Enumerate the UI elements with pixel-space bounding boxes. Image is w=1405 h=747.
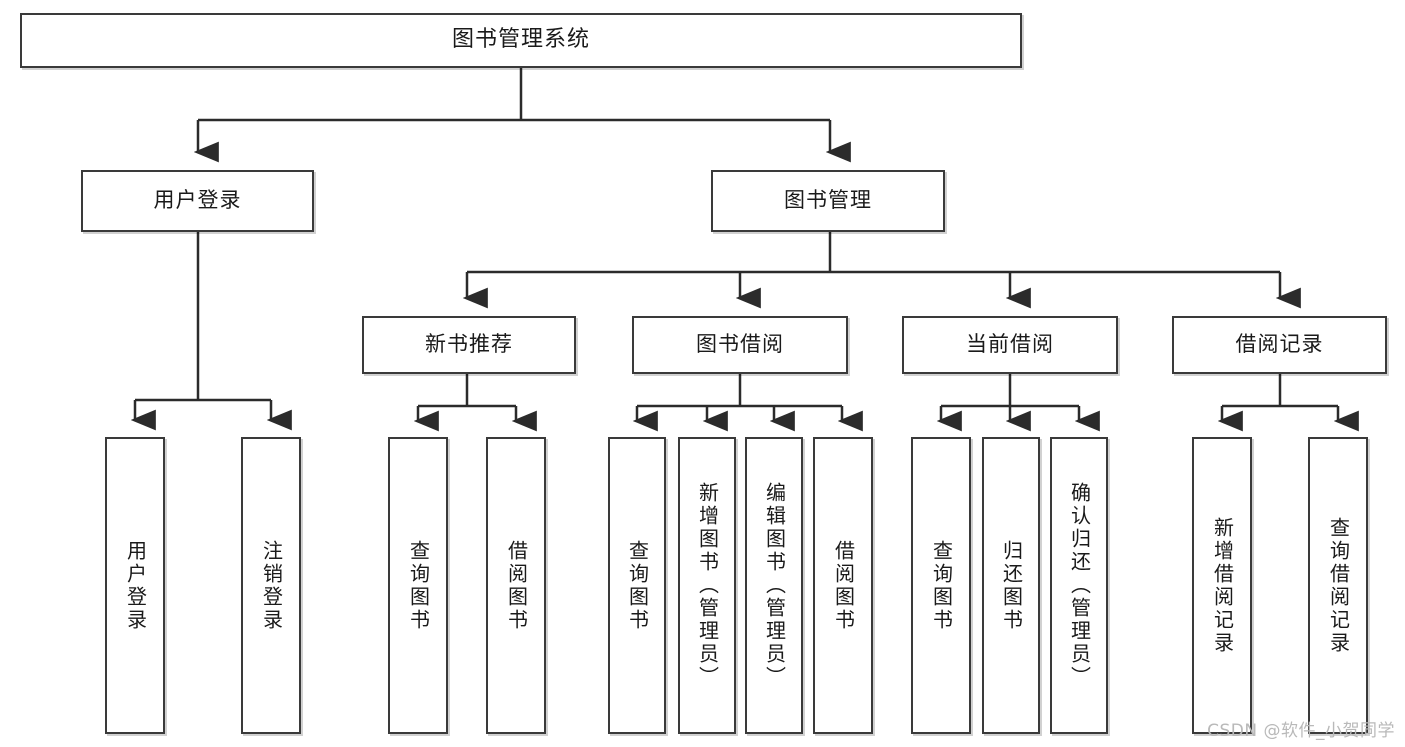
- node-leaf-query-book-borrow[interactable]: 查询图书: [608, 437, 666, 734]
- node-label: 新书推荐: [425, 332, 513, 357]
- node-label: 借阅图书: [831, 539, 856, 632]
- node-leaf-return-book[interactable]: 归还图书: [982, 437, 1040, 734]
- node-label: 新增图书（管理员）: [695, 482, 720, 689]
- node-label: 图书借阅: [696, 332, 784, 357]
- node-borrow-record[interactable]: 借阅记录: [1172, 316, 1387, 374]
- node-label: 当前借阅: [966, 332, 1054, 357]
- node-new-book-recommend[interactable]: 新书推荐: [362, 316, 576, 374]
- node-label: 确认归还（管理员）: [1067, 482, 1092, 689]
- node-label: 借阅记录: [1235, 332, 1324, 357]
- node-label: 注销登录: [259, 539, 284, 632]
- node-label: 查询借阅记录: [1326, 516, 1351, 655]
- node-leaf-add-book[interactable]: 新增图书（管理员）: [678, 437, 736, 734]
- watermark: CSDN @软件_小贺同学: [1207, 721, 1395, 741]
- node-current-borrow[interactable]: 当前借阅: [902, 316, 1118, 374]
- node-book-borrow[interactable]: 图书借阅: [632, 316, 848, 374]
- node-book-management[interactable]: 图书管理: [711, 170, 945, 232]
- node-leaf-user-login[interactable]: 用户登录: [105, 437, 165, 734]
- node-leaf-query-borrow-record[interactable]: 查询借阅记录: [1308, 437, 1368, 734]
- node-leaf-query-book-current[interactable]: 查询图书: [911, 437, 971, 734]
- node-label: 编辑图书（管理员）: [762, 482, 787, 689]
- node-user-login[interactable]: 用户登录: [81, 170, 314, 232]
- node-leaf-confirm-return[interactable]: 确认归还（管理员）: [1050, 437, 1108, 734]
- node-label: 归还图书: [999, 539, 1024, 632]
- node-label: 新增借阅记录: [1210, 516, 1235, 655]
- node-leaf-query-book-recommend[interactable]: 查询图书: [388, 437, 448, 734]
- node-label: 查询图书: [625, 539, 650, 632]
- node-label: 用户登录: [153, 188, 242, 213]
- node-label: 查询图书: [406, 539, 431, 632]
- node-label: 图书管理: [784, 188, 872, 213]
- node-leaf-user-logout[interactable]: 注销登录: [241, 437, 301, 734]
- node-leaf-edit-book[interactable]: 编辑图书（管理员）: [745, 437, 803, 734]
- node-label: 用户登录: [123, 539, 148, 632]
- node-label: 查询图书: [929, 539, 954, 632]
- node-label: 借阅图书: [504, 539, 529, 632]
- node-leaf-borrow-book-recommend[interactable]: 借阅图书: [486, 437, 546, 734]
- node-root-book-management-system[interactable]: 图书管理系统: [20, 13, 1022, 68]
- node-leaf-add-borrow-record[interactable]: 新增借阅记录: [1192, 437, 1252, 734]
- node-leaf-borrow-book[interactable]: 借阅图书: [813, 437, 873, 734]
- node-label: 图书管理系统: [451, 27, 590, 53]
